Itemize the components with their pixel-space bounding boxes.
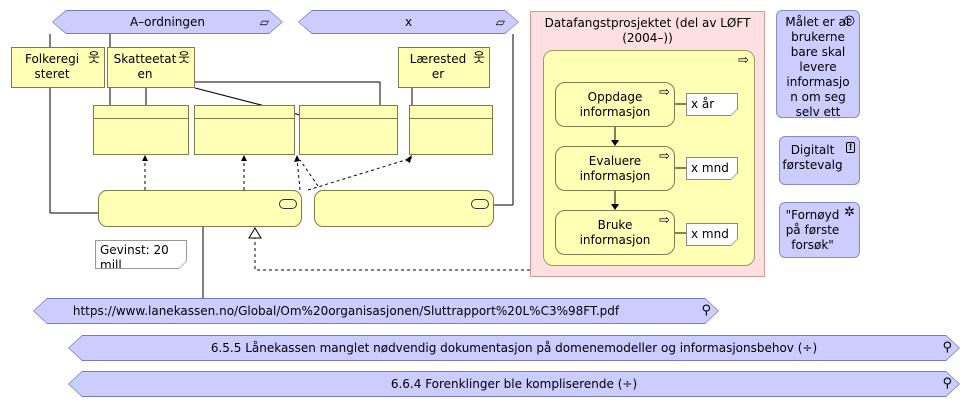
actor-icon: 웃 (473, 51, 485, 66)
step-note-label: x mnd (687, 158, 737, 179)
interface-icon: ▱ (259, 15, 269, 29)
service-box-left[interactable] (98, 190, 302, 227)
step-bruke[interactable]: Bruke informasjon ⇨ (555, 210, 675, 255)
hex-label: A–ordningen (129, 15, 206, 29)
search-icon: ⚲ (942, 376, 952, 391)
service-box-right[interactable] (314, 190, 494, 227)
process-arrow-icon: ⇨ (738, 53, 749, 68)
gain-note[interactable]: Gevinst: 20 mill (95, 240, 187, 269)
role-box-3[interactable] (299, 105, 398, 155)
actor-label: Skatteetat en (113, 52, 177, 81)
interface-icon: ▱ (495, 15, 505, 29)
service-icon (471, 199, 489, 209)
application-hex-x[interactable]: x ▱ (298, 10, 519, 34)
actor-icon: 웃 (178, 51, 190, 66)
actor-label: Folkeregi steret (24, 52, 80, 81)
actor-folkeregisteret[interactable]: Folkeregi steret 웃 (11, 47, 105, 88)
principle-box[interactable]: Digitalt førstevalg ! (779, 136, 860, 185)
search-icon: ⚲ (701, 303, 711, 318)
step-label: Oppdage informasjon (579, 89, 651, 119)
role-box-4[interactable] (409, 105, 493, 155)
step-note-3[interactable]: x mnd (686, 223, 738, 246)
role-box-2[interactable] (194, 105, 295, 155)
step-note-label: x mnd (687, 224, 737, 245)
finding-hex-2[interactable]: 6.6.4 Forenklinger ble kompliserende (÷)… (68, 371, 960, 397)
project-title: Datafangstprosjektet (del av LØFT (2004–… (544, 16, 751, 45)
driver-box[interactable]: "Fornøyd på første forsøk" ✲ (779, 202, 860, 258)
finding-label: 6.6.4 Forenklinger ble kompliserende (÷) (390, 377, 638, 391)
goal-box[interactable]: Målet er at brukerne bare skal levere in… (776, 10, 860, 118)
actor-laeresteder[interactable]: Lærested er 웃 (398, 47, 490, 88)
service-icon (279, 199, 297, 209)
role-box-1[interactable] (93, 105, 189, 155)
finding-label: 6.5.5 Lånekassen manglet nødvendig dokum… (210, 341, 818, 355)
step-label: Bruke informasjon (579, 217, 651, 247)
hex-label: x (404, 15, 413, 29)
principle-label: Digitalt førstevalg (782, 143, 843, 172)
process-arrow-icon: ⇨ (659, 85, 670, 100)
step-note-2[interactable]: x mnd (686, 157, 738, 180)
application-hex-a-ordningen[interactable]: A–ordningen ▱ (52, 10, 283, 34)
driver-wheel-icon: ✲ (844, 205, 855, 220)
gain-note-label: Gevinst: 20 mill (96, 241, 186, 268)
url-hex[interactable]: https://www.lanekassen.no/Global/Om%20or… (33, 298, 719, 324)
goal-label: Målet er at brukerne bare skal levere in… (785, 15, 851, 118)
process-arrow-icon: ⇨ (659, 213, 670, 228)
step-note-1[interactable]: x år (686, 93, 738, 116)
actor-icon: 웃 (88, 51, 100, 66)
driver-label: "Fornøyd på første forsøk" (785, 208, 840, 252)
search-icon: ⚲ (942, 340, 952, 355)
principle-icon: ! (846, 142, 855, 153)
process-arrow-icon: ⇨ (659, 149, 670, 164)
goal-target-icon: ◎ (843, 13, 855, 28)
actor-label: Lærested er (409, 52, 467, 81)
url-label: https://www.lanekassen.no/Global/Om%20or… (72, 304, 620, 318)
step-oppdage[interactable]: Oppdage informasjon ⇨ (555, 82, 675, 127)
step-evaluere[interactable]: Evaluere informasjon ⇨ (555, 146, 675, 191)
step-label: Evaluere informasjon (579, 153, 651, 183)
actor-skatteetaten[interactable]: Skatteetat en 웃 (107, 47, 195, 88)
step-note-label: x år (687, 94, 737, 115)
finding-hex-1[interactable]: 6.5.5 Lånekassen manglet nødvendig dokum… (68, 335, 960, 361)
